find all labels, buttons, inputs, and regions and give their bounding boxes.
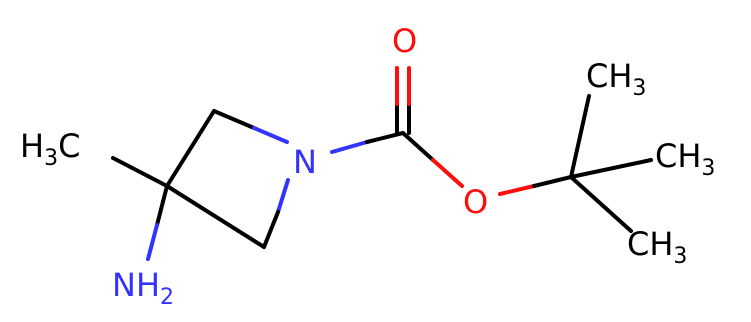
bond-c-oester-black	[401, 131, 435, 162]
label-ester-oxygen: O	[463, 183, 488, 221]
bond-c-oester-red	[431, 158, 464, 188]
label-methyl-left: H3C	[20, 127, 80, 171]
label-methyl-bottom: CH3	[627, 225, 687, 269]
atom-labels: H3C NH2 N O O CH3 CH3 CH3	[20, 22, 715, 310]
bond-cq-methyl-top	[569, 94, 591, 179]
label-carbonyl-oxygen: O	[392, 22, 417, 60]
bond-n-carbonyl-blue	[330, 140, 369, 154]
bond-cq-methyl-bottom	[569, 175, 633, 233]
bond-oester-cq-black	[532, 175, 573, 188]
bond-n-c4-black	[262, 210, 280, 249]
label-methyl-right: CH3	[655, 137, 715, 181]
label-methyl-top: CH3	[586, 57, 646, 101]
bond-c2-n-black	[212, 109, 256, 130]
bond-n-c4-blue	[276, 178, 290, 214]
bond-c3-methyl	[111, 156, 169, 188]
bond-c4-c3	[165, 184, 266, 249]
bond-c3-amine-blue	[146, 223, 159, 261]
bond-cq-methyl-right	[569, 158, 653, 179]
bond-c2-n-blue	[252, 126, 289, 144]
label-amine: NH2	[112, 266, 174, 310]
bond-c3-c2	[165, 109, 216, 188]
bonds	[111, 66, 653, 261]
bond-c3-amine-black	[155, 184, 169, 227]
label-ring-nitrogen: N	[293, 143, 317, 181]
bond-oester-cq-red	[498, 184, 536, 196]
